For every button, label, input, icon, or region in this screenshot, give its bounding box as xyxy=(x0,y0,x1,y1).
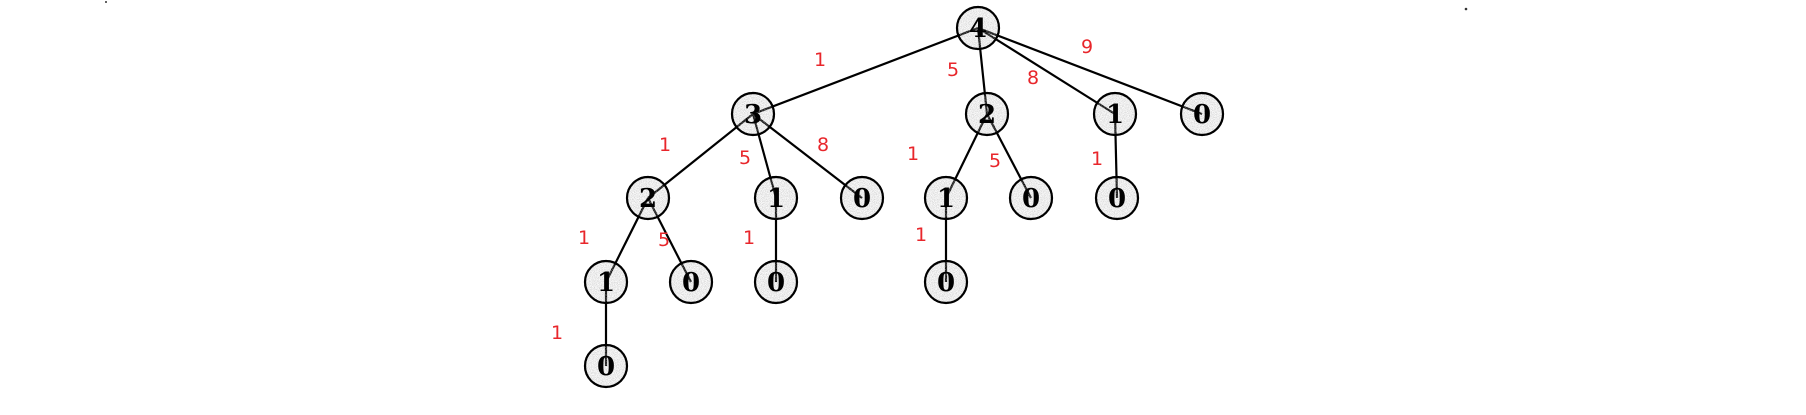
edge-weight-label: 8 xyxy=(1027,67,1039,89)
edge-weight-label: 5 xyxy=(989,150,1001,172)
edge-weight-label: 1 xyxy=(578,227,590,249)
scan-speck xyxy=(105,1,107,3)
node-label: 2 xyxy=(978,100,996,130)
tree-node: 2 xyxy=(625,175,671,221)
tree-node: 0 xyxy=(1008,175,1054,221)
tree-node: 0 xyxy=(753,259,799,305)
node-outline xyxy=(923,175,969,221)
node-outline xyxy=(923,259,969,305)
node-label: 0 xyxy=(1108,184,1126,214)
tree-edge xyxy=(752,113,863,199)
tree-node: 0 xyxy=(668,259,714,305)
node-outline xyxy=(753,175,799,221)
node-outline xyxy=(839,175,885,221)
tree-node: 0 xyxy=(583,343,629,389)
tree-node: 1 xyxy=(583,259,629,305)
edge-weight-label: 9 xyxy=(1081,36,1093,58)
node-label: 2 xyxy=(639,184,657,214)
node-outline xyxy=(1008,175,1054,221)
node-label: 0 xyxy=(597,352,615,382)
node-label: 1 xyxy=(937,184,955,214)
node-label: 0 xyxy=(1022,184,1040,214)
node-outline xyxy=(625,175,671,221)
scan-speck xyxy=(1464,7,1468,11)
node-label: 4 xyxy=(969,14,987,44)
node-outline xyxy=(1094,175,1140,221)
tree-edge xyxy=(647,113,754,199)
node-outline xyxy=(668,259,714,305)
tree-edge xyxy=(977,27,1116,115)
edge-weight-label: 5 xyxy=(947,59,959,81)
node-label: 1 xyxy=(1106,100,1124,130)
tree-node: 0 xyxy=(923,259,969,305)
edge-weight-label: 1 xyxy=(1091,148,1103,170)
tree-node: 3 xyxy=(730,91,776,137)
tree-node: 1 xyxy=(923,175,969,221)
tree-node: 1 xyxy=(1092,91,1138,137)
edge-weight-label: 1 xyxy=(659,134,671,156)
tree-node: 0 xyxy=(1094,175,1140,221)
edge-weight-label: 8 xyxy=(817,134,829,156)
edge-weight-label: 1 xyxy=(907,143,919,165)
node-label: 3 xyxy=(744,100,762,130)
tree-node: 1 xyxy=(753,175,799,221)
edge-weight-label: 1 xyxy=(743,227,755,249)
edge-weight-label: 1 xyxy=(915,224,927,246)
edge-weight-label: 5 xyxy=(658,229,670,251)
node-outline xyxy=(583,343,629,389)
tree-edge xyxy=(977,26,1203,116)
node-label: 0 xyxy=(1193,100,1211,130)
node-label: 1 xyxy=(767,184,785,214)
edge-weight-label: 1 xyxy=(814,49,826,71)
node-outline xyxy=(1092,91,1138,137)
node-label: 1 xyxy=(597,268,615,298)
node-label: 0 xyxy=(853,184,871,214)
tree-node: 2 xyxy=(964,91,1010,137)
node-outline xyxy=(730,91,776,137)
tree-node: 4 xyxy=(955,5,1001,51)
node-label: 0 xyxy=(767,268,785,298)
tree-node: 0 xyxy=(839,175,885,221)
node-outline xyxy=(955,5,1001,51)
edge-weight-label: 1 xyxy=(551,322,563,344)
tree-edge xyxy=(752,26,979,116)
node-label: 0 xyxy=(937,268,955,298)
tree-node: 0 xyxy=(1179,91,1225,137)
node-outline xyxy=(964,91,1010,137)
edge-weight-label: 5 xyxy=(739,147,751,169)
node-label: 0 xyxy=(682,268,700,298)
node-outline xyxy=(583,259,629,305)
node-outline xyxy=(1179,91,1225,137)
node-outline xyxy=(753,259,799,305)
